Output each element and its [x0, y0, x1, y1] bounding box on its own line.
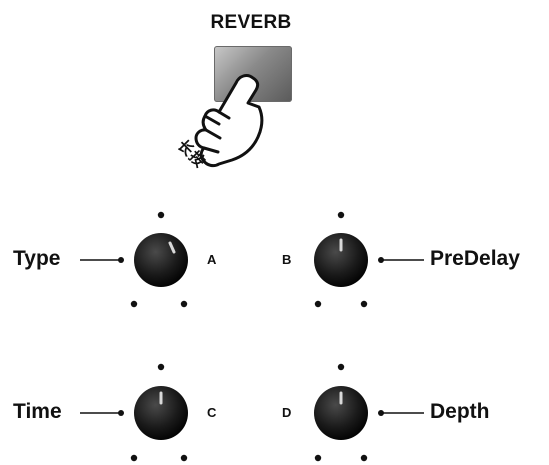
leader-dot: [378, 257, 384, 263]
knob-predelay[interactable]: [314, 211, 424, 308]
leader-dot: [118, 257, 124, 263]
indicator-dot: [157, 363, 165, 371]
rotary-knob-icon[interactable]: [134, 233, 188, 287]
indicator-dot: [337, 363, 345, 371]
knob-letter-b: B: [282, 252, 292, 267]
indicator-dot: [180, 454, 188, 462]
param-label-predelay: PreDelay: [430, 247, 520, 270]
knob-letter-a: A: [207, 252, 217, 267]
reverb-title: REVERB: [210, 12, 292, 33]
knob-pointer: [168, 241, 176, 254]
leader-dot: [118, 410, 124, 416]
indicator-dot: [360, 454, 368, 462]
leader-dot: [378, 410, 384, 416]
indicator-dot: [314, 454, 322, 462]
indicator-dot: [360, 300, 368, 308]
indicator-dot: [337, 211, 345, 219]
indicator-dot: [130, 300, 138, 308]
knob-time[interactable]: [80, 363, 188, 462]
knob-letter-d: D: [282, 405, 292, 420]
param-label-depth: Depth: [430, 400, 490, 423]
param-label-time: Time: [13, 400, 62, 423]
knob-depth[interactable]: [314, 363, 424, 462]
rotary-knob-icon[interactable]: [314, 386, 368, 440]
rotary-knob-icon[interactable]: [134, 386, 188, 440]
indicator-dot: [157, 211, 165, 219]
rotary-knob-icon[interactable]: [314, 233, 368, 287]
indicator-dot: [314, 300, 322, 308]
param-label-type: Type: [13, 247, 61, 270]
indicator-dot: [180, 300, 188, 308]
indicator-dot: [130, 454, 138, 462]
knob-letter-c: C: [207, 405, 217, 420]
knob-type[interactable]: [80, 211, 188, 308]
